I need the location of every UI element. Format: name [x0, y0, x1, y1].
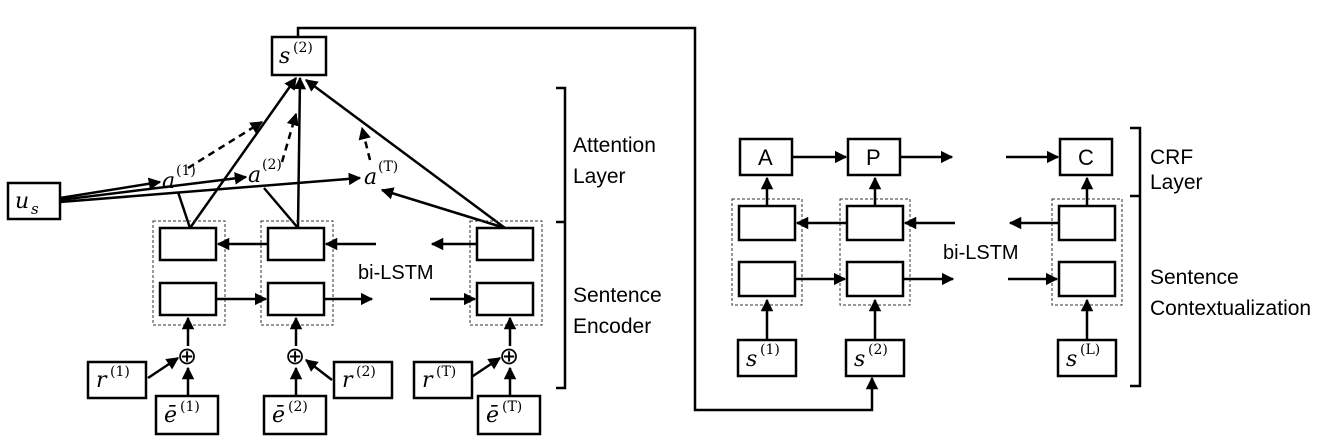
input-combination-T: ⊕: [469, 316, 519, 396]
s2-symbol: s: [279, 44, 290, 69]
crf-tag-C: C: [1058, 137, 1114, 177]
aT-symbol: a: [364, 165, 377, 190]
a2-symbol: a: [248, 163, 261, 188]
sentence-vector-s1-input: s (1): [736, 338, 798, 378]
svg-text:s: s: [1066, 347, 1077, 372]
left-bilstm-label: bi-LSTM: [358, 262, 434, 284]
attention-layer-label: Attention: [573, 134, 656, 157]
encoder-unit-2: [260, 220, 334, 326]
us-to-attention-arrows: [59, 172, 362, 204]
context-unit-L: [1051, 198, 1123, 306]
svg-text:(T): (T): [436, 364, 456, 380]
right-lstm-recurrent-arrows: [795, 216, 1059, 286]
encoder-unit-1: [152, 220, 226, 326]
embedding-vector-eT: ē (T): [476, 394, 542, 436]
aT-superscript: (T): [378, 159, 398, 175]
encoder-to-attention-lines: [176, 187, 506, 230]
forward-lstm-cell-T: [475, 281, 535, 317]
sentence-encoder-label: Sentence: [573, 284, 662, 307]
svg-text:(2): (2): [868, 342, 888, 358]
attention-weight-a2: a (2): [248, 157, 282, 188]
input-combination-2: ⊕: [285, 316, 333, 396]
us-symbol: u: [15, 189, 29, 214]
context-unit-1: [731, 198, 803, 306]
right-layer-bracket: [1130, 126, 1142, 388]
svg-text:C: C: [1078, 145, 1094, 170]
attention-dashed-arrows: [187, 112, 372, 170]
context-vertical-arrows: [760, 176, 1094, 340]
svg-text:ē: ē: [486, 403, 499, 428]
sentence-encoder-label-2: Encoder: [573, 315, 651, 338]
svg-text:r: r: [96, 368, 108, 393]
crf-tag-A: A: [738, 137, 794, 177]
forward-lstm-cell-2: [266, 281, 326, 317]
sentence-contextualization-label: Sentence: [1150, 266, 1239, 289]
input-combination-1: ⊕: [147, 316, 197, 396]
svg-text:r: r: [422, 368, 434, 393]
plus-icon: ⊕: [285, 343, 305, 370]
forward-lstm-cell-1: [158, 281, 218, 317]
svg-text:s: s: [746, 347, 757, 372]
encoder-to-s2-arrows: [188, 76, 506, 230]
svg-text:(2): (2): [288, 399, 308, 415]
sentence-vector-sL-input: s (L): [1056, 338, 1118, 378]
svg-text:ē: ē: [164, 403, 177, 428]
svg-text:(2): (2): [356, 364, 376, 380]
crf-tag-P: P: [846, 137, 902, 177]
svg-text:(1): (1): [180, 399, 200, 415]
svg-text:(1): (1): [760, 342, 780, 358]
s2-connector-line: [296, 26, 879, 412]
backward-lstm-cell-1: [158, 226, 218, 262]
svg-text:r: r: [342, 368, 354, 393]
attention-weight-aT: a (T): [364, 159, 398, 190]
s2-superscript: (2): [293, 40, 313, 56]
position-vector-rT: r (T): [412, 360, 474, 400]
backward-lstm-cell-2: [266, 226, 326, 262]
svg-text:P: P: [866, 145, 881, 170]
svg-text:A: A: [758, 145, 773, 170]
right-bilstm-label: bi-LSTM: [943, 242, 1019, 264]
attention-layer-label-2: Layer: [573, 165, 626, 188]
svg-text:(1): (1): [110, 364, 130, 380]
embedding-vector-e2: ē (2): [262, 394, 328, 436]
context-vector-us-node: u s: [6, 181, 62, 221]
plus-icon: ⊕: [177, 343, 197, 370]
position-vector-r1: r (1): [86, 360, 148, 400]
left-lstm-recurrent-arrows: [216, 237, 477, 306]
us-subscript: s: [31, 200, 39, 218]
a2-superscript: (2): [262, 157, 282, 173]
plus-icon: ⊕: [499, 343, 519, 370]
sentence-vector-s2-input: s (2): [844, 338, 906, 378]
context-unit-2: [839, 198, 911, 306]
crf-layer-label: CRF: [1150, 146, 1193, 169]
svg-text:s: s: [854, 347, 865, 372]
a1-symbol: a: [162, 169, 175, 194]
embedding-vector-e1: ē (1): [154, 394, 220, 436]
encoder-unit-T: [469, 220, 543, 326]
sentence-contextualization-label-2: Contextualization: [1150, 297, 1311, 320]
left-layer-bracket: [556, 86, 567, 390]
backward-lstm-cell-T: [475, 226, 535, 262]
sentence-vector-s2-node: s (2): [270, 35, 328, 77]
svg-text:(T): (T): [502, 399, 522, 415]
position-vector-r2: r (2): [332, 360, 394, 400]
svg-text:ē: ē: [272, 403, 285, 428]
crf-layer-label-2: Layer: [1150, 171, 1203, 194]
svg-text:(L): (L): [1080, 342, 1100, 358]
